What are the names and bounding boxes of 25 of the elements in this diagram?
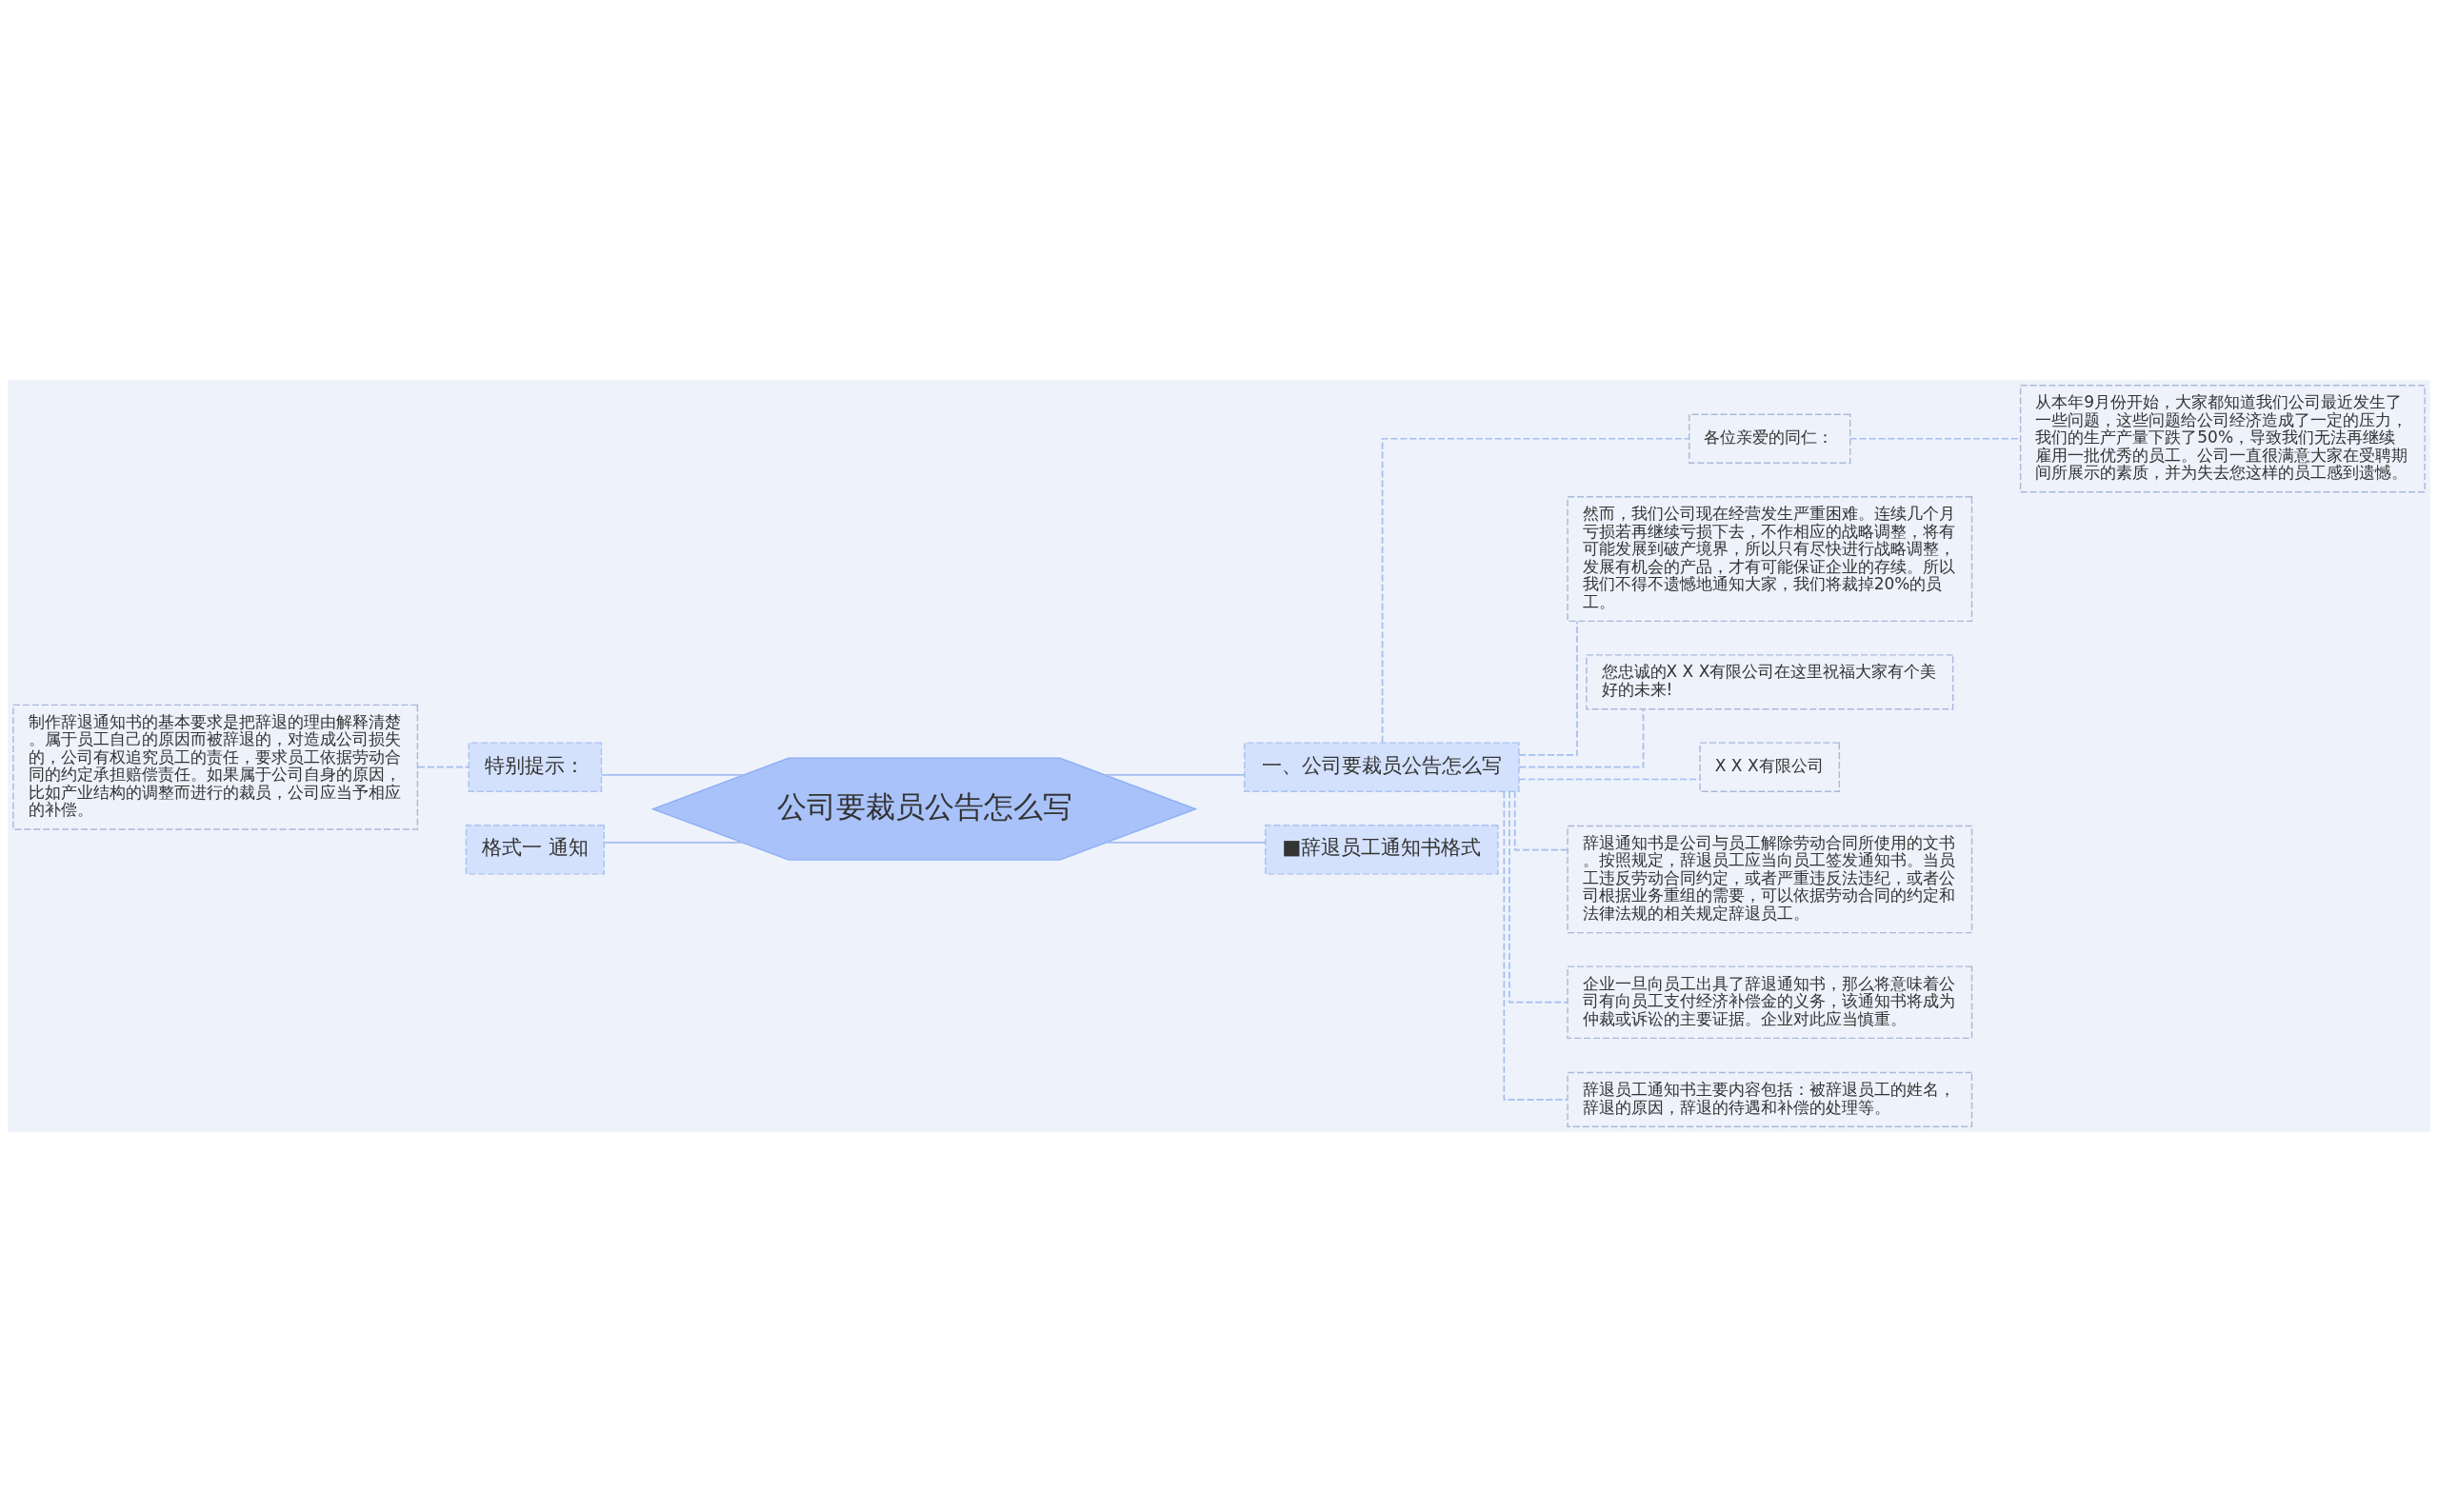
connector [1518,620,1578,756]
node-box: ■辞退员工通知书格式 [1265,825,1499,875]
node-box: 特别提示： [468,742,603,792]
connector [416,766,470,768]
connector [1104,774,1246,776]
connector [1381,437,1690,744]
connector [1509,790,1569,1004]
node-box: X X X有限公司 [1699,742,1841,792]
connector [603,842,744,844]
connector [1105,842,1267,844]
connector [1513,790,1569,851]
node-box: 辞退通知书是公司与员工解除劳动合同所使用的文书。按照规定，辞退员工应当向员工签发通知书。当员工违反劳动合同约定，或者严重违反法违纪，或者公司根据业务重组的需要，可以依据劳动合同的约定和法律法规的相关规定辞退员工。 [1567,825,1973,934]
connector [1503,790,1569,1101]
node-box: 然而，我们公司现在经营发生严重困难。连续几个月亏损若再继续亏损下去，不作相应的战略调整，将有可能发展到破产境界，所以只有尽快进行战略调整，发展有机会的产品，才有可能保证企业的存续。所以我们不得不遗憾地通知大家，我们将裁掉20%的员工。 [1567,496,1973,623]
node-box: 您忠诚的X X X有限公司在这里祝福大家有个美好的未来! [1586,654,1954,710]
node-box: 辞退员工通知书主要内容包括：被辞退员工的姓名，辞退的原因，辞退的待遇和补偿的处理等。 [1567,1071,1973,1128]
connector [1518,778,1701,781]
node-box: 从本年9月份开始，大家都知道我们公司最近发生了一些问题，这些问题给公司经济造成了一定的压力，我们的生产产量下跌了50%，导致我们无法再继续雇用一批优秀的员工。公司一直很满意大家在受聘期间所展示的素质，并为失去您这样的员工感到遗憾。 [2019,384,2426,493]
node-box: 制作辞退通知书的基本要求是把辞退的理由解释清楚。属于员工自己的原因而被辞退的，对造成公司损失的，公司有权追究员工的责任，要求员工依据劳动合同的约定承担赔偿责任。如果属于公司自身的原因，比如产业结构的调整而进行的裁员，公司应当予相应的补偿。 [12,704,419,830]
connector [1518,708,1645,768]
node-box: 各位亲爱的同仁： [1689,413,1851,464]
node-box: 企业一旦向员工出具了辞退通知书，那么将意味着公司有向员工支付经济补偿金的义务，该通知书将成为仲裁或诉讼的主要证据。企业对此应当慎重。 [1567,965,1973,1040]
node-box: 格式一 通知 [465,825,605,875]
node-box: 一、公司要裁员公告怎么写 [1244,742,1520,792]
connector [600,774,745,776]
